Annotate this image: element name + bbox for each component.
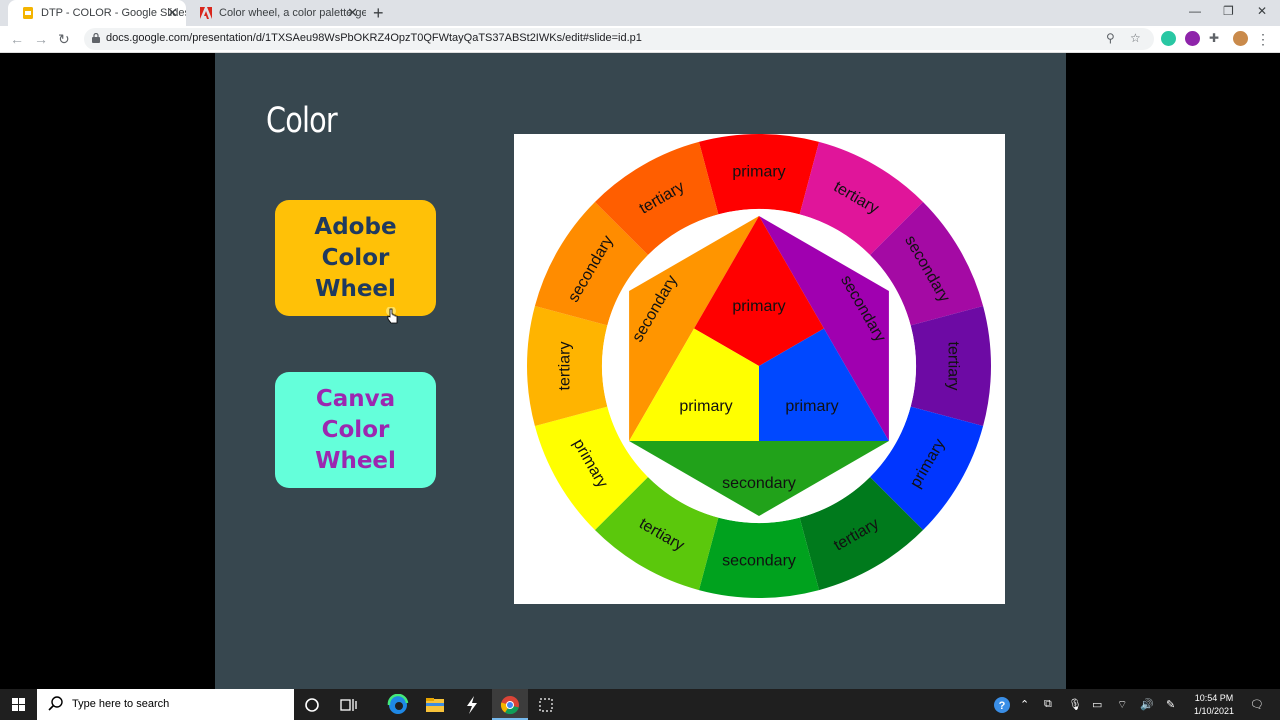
reload-icon[interactable]: ↻ [58, 31, 70, 47]
chrome-icon[interactable] [499, 694, 521, 716]
wheel-outer-segment [527, 305, 608, 427]
wheel-inner-primary [694, 216, 824, 366]
canva-color-wheel-button[interactable]: Canva Color Wheel [275, 372, 436, 488]
wheel-outer-segment [594, 477, 719, 591]
notifications-icon[interactable]: 🗨 [1250, 699, 1264, 711]
search-icon [48, 696, 63, 711]
slide-title: Color [266, 101, 338, 141]
tray-app-icon[interactable]: ⧉ [1044, 698, 1052, 710]
close-tab-icon[interactable]: ✕ [347, 5, 358, 20]
slide-canvas: Color Adobe Color Wheel Canva Color Whee… [215, 53, 1066, 689]
wheel-outer-segment [698, 134, 820, 215]
wheel-outer-segment [534, 406, 648, 531]
edge-icon[interactable] [387, 694, 409, 716]
url-text: docs.google.com/presentation/d/1TXSAeu98… [106, 32, 642, 44]
wheel-inner-secondary [629, 441, 889, 516]
wheel-outer-label: tertiary [557, 342, 574, 391]
wheel-inner-label: secondary [722, 475, 796, 492]
taskbar-search-box[interactable]: Type here to search [37, 689, 294, 720]
task-view-icon[interactable] [337, 694, 359, 716]
cortana-icon[interactable] [301, 694, 323, 716]
clock-date: 1/10/2021 [1193, 706, 1235, 716]
wheel-inner-label: primary [785, 398, 838, 415]
hand-cursor-icon [386, 307, 398, 324]
tab-adobe-color[interactable]: Color wheel, a color palette gene ✕ [186, 0, 366, 26]
file-explorer-icon[interactable] [424, 694, 446, 716]
slides-icon [23, 7, 33, 19]
help-icon[interactable]: ? [993, 696, 1011, 714]
wheel-outer-label: primary [732, 164, 785, 181]
app-bolt-icon[interactable] [461, 694, 483, 716]
close-tab-icon[interactable]: ✕ [167, 5, 178, 20]
wheel-outer-segment [910, 305, 991, 427]
color-wheel-diagram: primarytertiarysecondarytertiaryprimaryt… [527, 134, 991, 598]
wheel-outer-segment [799, 477, 924, 591]
browser-toolbar: ← → ↻ docs.google.com/presentation/d/1TX… [0, 26, 1280, 53]
wheel-outer-label: tertiary [945, 342, 962, 391]
extension-icon[interactable] [1185, 31, 1200, 46]
lock-icon [92, 33, 100, 43]
pen-icon[interactable]: ✎ [1166, 699, 1176, 711]
browser-tab-strip: DTP - COLOR - Google Slides ✕ Color whee… [0, 0, 1280, 26]
bookmark-star-icon[interactable]: ☆ [1130, 31, 1141, 45]
wheel-outer-segment [698, 517, 820, 598]
wheel-outer-label: secondary [722, 553, 796, 570]
tab-title: Color wheel, a color palette gene [219, 7, 366, 19]
back-icon[interactable]: ← [10, 31, 24, 47]
wheel-inner-primary [629, 328, 759, 441]
wheel-inner-label: primary [679, 398, 732, 415]
wheel-inner-primary [759, 328, 889, 441]
wheel-outer-segment [799, 141, 924, 255]
puzzle-icon[interactable]: ✚ [1209, 31, 1220, 45]
wheel-outer-segment [534, 201, 648, 326]
search-placeholder: Type here to search [72, 698, 170, 710]
microphone-icon[interactable]: 🎙 [1068, 699, 1082, 711]
tab-title: DTP - COLOR - Google Slides [41, 7, 186, 19]
avatar[interactable] [1233, 31, 1248, 46]
wheel-outer-segment [870, 201, 984, 326]
snip-tool-icon[interactable] [535, 694, 557, 716]
forward-icon[interactable]: → [34, 31, 48, 47]
tray-chevron-icon[interactable]: ⌃ [1020, 699, 1030, 711]
clock-time: 10:54 PM [1194, 693, 1234, 703]
new-tab-icon[interactable]: + [373, 3, 384, 23]
address-bar[interactable]: docs.google.com/presentation/d/1TXSAeu98… [84, 28, 1154, 50]
minimize-icon[interactable]: — [1189, 4, 1201, 18]
adobe-icon [200, 7, 212, 19]
clock[interactable]: 10:54 PM 1/10/2021 [1187, 692, 1241, 718]
taskbar: Type here to search [0, 689, 1280, 720]
wheel-outer-segment [870, 406, 984, 531]
windows-start-icon[interactable] [0, 689, 37, 720]
kebab-menu-icon[interactable]: ⋮ [1256, 31, 1270, 47]
extension-icon[interactable] [1161, 31, 1176, 46]
wheel-inner-label: primary [732, 298, 785, 315]
wheel-outer-segment [594, 141, 719, 255]
svg-text:?: ? [999, 700, 1006, 712]
close-window-icon[interactable]: ✕ [1257, 4, 1268, 18]
volume-icon[interactable]: 🔊 [1140, 699, 1154, 711]
restore-icon[interactable]: ❐ [1223, 4, 1234, 18]
zoom-icon[interactable]: ⚲ [1106, 31, 1115, 45]
wifi-icon[interactable]: ⌔ [1117, 699, 1128, 711]
adobe-color-wheel-button[interactable]: Adobe Color Wheel [275, 200, 436, 316]
battery-icon[interactable]: ▭ [1092, 699, 1103, 711]
tab-google-slides[interactable]: DTP - COLOR - Google Slides ✕ [8, 0, 186, 26]
